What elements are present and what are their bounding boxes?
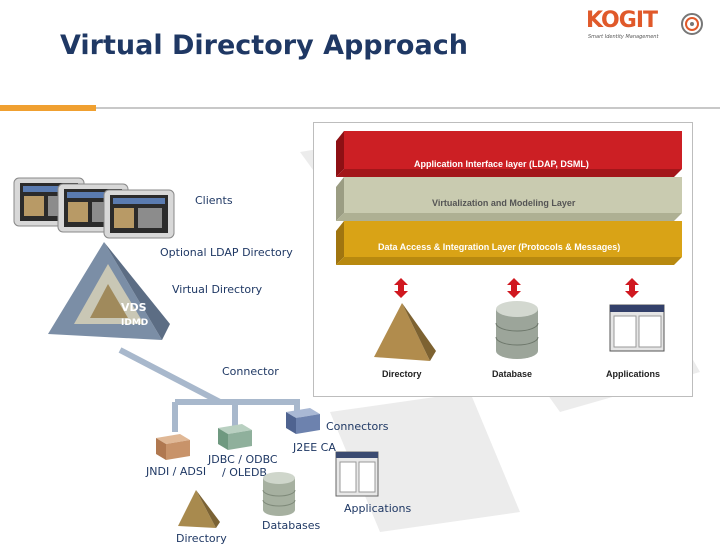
kogit-logo: KOGIT bbox=[586, 8, 657, 33]
client-screens-icon bbox=[12, 170, 192, 244]
arch-database-label: Database bbox=[492, 369, 532, 379]
virtualization-layer-label: Virtualization and Modeling Layer bbox=[432, 198, 575, 208]
directory-pyramid-icon bbox=[176, 488, 222, 530]
applications-label: Applications bbox=[344, 502, 411, 515]
idmd-badge: IDMD bbox=[121, 318, 148, 328]
applications-window-icon bbox=[334, 450, 380, 498]
optional-ldap-label: Optional LDAP Directory bbox=[160, 246, 293, 259]
databases-label: Databases bbox=[262, 519, 320, 532]
arrow-directory-icon bbox=[394, 278, 408, 298]
virtual-directory-label: Virtual Directory bbox=[172, 283, 262, 296]
database-cylinder-icon bbox=[260, 470, 298, 518]
clients-label: Clients bbox=[195, 194, 233, 207]
connector-label: Connector bbox=[222, 365, 279, 378]
arch-database-icon bbox=[492, 299, 542, 363]
logo-tagline: Smart Identity Management bbox=[588, 34, 658, 40]
header-divider bbox=[96, 107, 720, 109]
arrow-database-icon bbox=[507, 278, 521, 298]
jndi-label: JNDI / ADSI bbox=[146, 465, 206, 478]
jdbc-connector-icon bbox=[214, 420, 256, 452]
data-access-layer-label: Data Access & Integration Layer (Protoco… bbox=[378, 242, 620, 252]
header-accent-rule bbox=[0, 105, 96, 111]
arch-applications-icon bbox=[608, 303, 666, 353]
j2ee-label: J2EE CA bbox=[293, 441, 336, 454]
vds-badge: VDS bbox=[121, 301, 147, 314]
application-interface-layer bbox=[336, 131, 686, 179]
virtual-directory-pyramid-icon bbox=[44, 238, 174, 350]
directory-label: Directory bbox=[176, 532, 227, 545]
jndi-connector-icon bbox=[152, 430, 194, 462]
arch-directory-label: Directory bbox=[382, 369, 422, 379]
application-interface-layer-label: Application Interface layer (LDAP, DSML) bbox=[414, 159, 589, 169]
page-title: Virtual Directory Approach bbox=[60, 30, 468, 61]
architecture-figure: Application Interface layer (LDAP, DSML)… bbox=[313, 122, 693, 397]
arch-directory-icon bbox=[372, 301, 438, 363]
arch-applications-label: Applications bbox=[606, 369, 660, 379]
logo-spiral-icon bbox=[680, 12, 704, 36]
arrow-applications-icon bbox=[625, 278, 639, 298]
jdbc-label: JDBC / ODBC bbox=[208, 453, 278, 466]
connectors-label: Connectors bbox=[326, 420, 388, 433]
j2ee-connector-icon bbox=[282, 404, 324, 436]
